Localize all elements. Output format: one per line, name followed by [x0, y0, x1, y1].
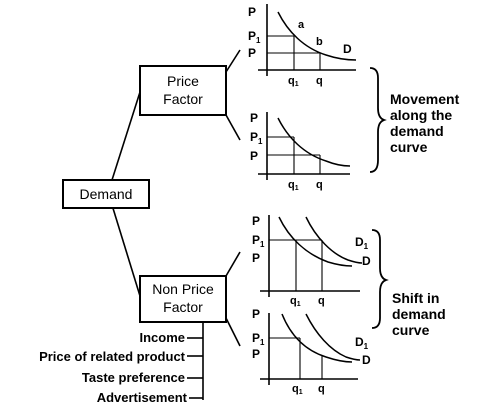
non-price-factor-line2: Factor: [163, 299, 203, 315]
movement-label-1: Movement: [390, 91, 460, 107]
factor-related-product: Price of related product: [39, 349, 186, 364]
factor-taste: Taste preference: [82, 370, 185, 385]
graph3-d1: D1: [355, 235, 369, 251]
graph1-q: q: [316, 75, 323, 87]
shift-brace: [371, 229, 389, 329]
graph1-demand-curve: [277, 11, 357, 61]
graph-movement-2: P P1 P q1 q: [250, 111, 351, 192]
connector-demand-price: [111, 91, 141, 181]
graph4-p: P: [252, 347, 260, 361]
non-price-factor-line1: Non Price: [152, 281, 214, 297]
graph2-q1: q1: [288, 179, 299, 192]
graph1-point-a: a: [298, 19, 305, 31]
graph-shift-2: P P1 P D1 D q1 q: [252, 307, 371, 396]
graph1-p: P: [248, 46, 256, 60]
connector-demand-nonprice: [111, 204, 141, 297]
movement-label-3: demand: [390, 123, 444, 139]
graph2-demand-curve: [277, 117, 351, 167]
graph3-q: q: [318, 295, 325, 307]
graph4-d: D: [362, 353, 371, 367]
graph4-curve-d1: [281, 313, 353, 363]
graph4-p-top: P: [252, 307, 260, 321]
graph3-p: P: [252, 251, 260, 265]
factor-advertisement: Advertisement: [97, 390, 188, 405]
graph2-p-top: P: [250, 111, 258, 125]
connector-price-graph2: [225, 114, 241, 141]
graph-shift-1: P P1 P D1 D q1 q: [252, 214, 371, 308]
connector-nonprice-graph3: [225, 251, 241, 277]
graph4-q: q: [318, 383, 325, 395]
graph3-curve-d: [305, 216, 363, 264]
price-factor-line1: Price: [167, 73, 199, 89]
graph1-p1: P1: [248, 29, 261, 45]
graph4-curve-d: [305, 313, 361, 361]
shift-label-2: demand: [392, 306, 446, 322]
price-factor-line2: Factor: [163, 91, 203, 107]
graph4-q1: q1: [292, 383, 303, 396]
graph3-d: D: [362, 254, 371, 268]
shift-label-1: Shift in: [392, 290, 439, 306]
movement-brace: [369, 67, 387, 173]
shift-label-3: curve: [392, 322, 430, 338]
graph1-q1: q1: [288, 75, 299, 88]
graph-movement-1: P P1 P a b D q1 q: [248, 4, 357, 88]
graph1-point-b: b: [316, 36, 323, 48]
connector-nonprice-graph4: [225, 317, 241, 347]
graph3-p1: P1: [252, 233, 265, 249]
graph4-p1: P1: [252, 331, 265, 347]
non-price-factor-box: [139, 275, 227, 323]
factor-income: Income: [139, 330, 185, 345]
tree-connectors: [111, 49, 241, 400]
price-factor-box: [139, 65, 227, 116]
graph2-p1: P1: [250, 130, 263, 146]
graph4-d1: D1: [355, 335, 369, 351]
graph3-q1: q1: [290, 295, 301, 308]
graph2-q: q: [316, 179, 323, 191]
demand-box: [62, 179, 150, 209]
graph1-d: D: [343, 42, 352, 56]
connector-price-graph1: [225, 49, 241, 73]
graph1-p-top: P: [248, 5, 256, 19]
movement-label-4: curve: [390, 139, 428, 155]
graph2-p: P: [250, 149, 258, 163]
demand-label: Demand: [80, 186, 133, 202]
movement-label-2: along the: [390, 107, 452, 123]
graph3-curve-d1: [278, 216, 353, 267]
graph3-p-top: P: [252, 214, 260, 228]
